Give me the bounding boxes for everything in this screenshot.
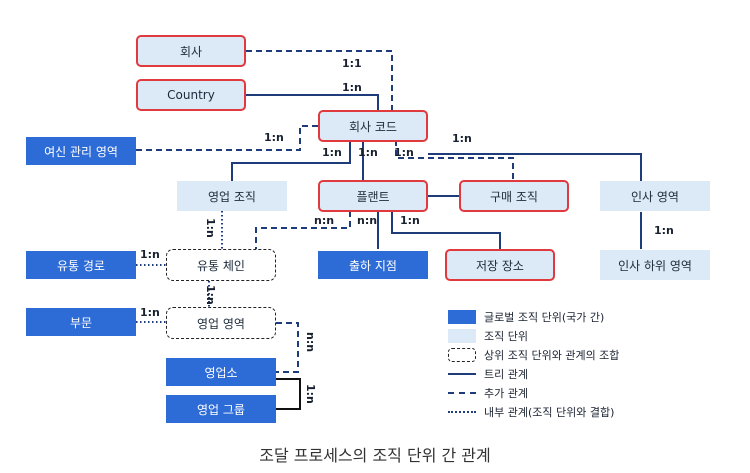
legend-label-combination: 상위 조직 단위와 관계의 조합 (484, 349, 620, 362)
node-division[interactable]: 부문 (26, 308, 136, 336)
rel-country-code: 1:n (342, 81, 362, 94)
rel-code-purchasing: 1:n (394, 146, 414, 159)
rel-plant-shipping: n:n (357, 214, 378, 227)
line-office-group (276, 378, 301, 410)
line-credit-code (136, 125, 318, 151)
line-code-sales-org (231, 140, 351, 181)
line-plant-storage (391, 211, 501, 249)
node-country[interactable]: Country (136, 79, 246, 111)
rel-division-area: 1:n (140, 306, 160, 319)
node-company-code[interactable]: 회사 코드 (318, 110, 428, 142)
rel-code-sales-org: 1:n (322, 146, 342, 159)
line-plant-chain (255, 211, 351, 249)
node-sales-area[interactable]: 영업 영역 (166, 307, 276, 339)
legend-label-tree: 트리 관계 (484, 368, 528, 381)
figure-caption: 조달 프로세스의 조직 단위 간 관계 (259, 446, 491, 465)
legend-swatch-tree (448, 373, 476, 375)
node-plant[interactable]: 플랜트 (318, 180, 428, 212)
line-sales-area-office (276, 322, 299, 373)
node-storage-location[interactable]: 저장 장소 (445, 249, 555, 281)
node-hr-subarea[interactable]: 인사 하위 영역 (600, 250, 710, 280)
legend-internal-relation: 내부 관계(조직 단위와 결합) (448, 403, 614, 421)
node-shipping-point[interactable]: 출하 지점 (318, 251, 428, 279)
legend-global-unit: 글로벌 조직 단위(국가 간) (448, 308, 604, 326)
legend-swatch-combination (448, 348, 476, 362)
line-country-code (246, 94, 379, 112)
legend-tree-relation: 트리 관계 (448, 365, 528, 383)
legend-combination: 상위 조직 단위와 관계의 조합 (448, 346, 619, 364)
node-sales-org[interactable]: 영업 조직 (177, 181, 287, 211)
legend-label-internal: 내부 관계(조직 단위와 결합) (484, 406, 615, 419)
node-sales-group[interactable]: 영업 그룹 (166, 395, 276, 423)
rel-plant-chain: n:n (314, 214, 335, 227)
line-code-hr (428, 153, 642, 181)
rel-area-office: n:n (304, 332, 317, 353)
node-purchasing-org[interactable]: 구매 조직 (459, 180, 569, 212)
line-company-code (246, 50, 393, 112)
node-sales-office[interactable]: 영업소 (166, 358, 276, 386)
rel-company-code: 1:1 (342, 57, 362, 70)
legend-additional-relation: 추가 관계 (448, 384, 528, 402)
legend-swatch-org (448, 329, 476, 343)
rel-chain-area: 1:n (204, 285, 217, 305)
rel-plant-storage: 1:n (400, 214, 420, 227)
legend-swatch-additional (448, 392, 476, 394)
legend-swatch-internal (448, 411, 476, 413)
node-distribution-path[interactable]: 유통 경로 (26, 251, 136, 279)
legend-org-unit: 조직 단위 (448, 327, 528, 345)
rel-credit-code: 1:n (264, 131, 284, 144)
rel-salesorg-chain: 1:n (204, 218, 217, 238)
legend-label-additional: 추가 관계 (484, 387, 528, 400)
legend-label-global: 글로벌 조직 단위(국가 간) (484, 311, 605, 324)
node-company[interactable]: 회사 (136, 35, 246, 67)
rel-hr-subarea: 1:n (654, 224, 674, 237)
node-credit-area[interactable]: 여신 관리 영역 (26, 137, 136, 165)
legend-swatch-global (448, 310, 476, 324)
legend-label-org: 조직 단위 (484, 330, 528, 343)
node-distribution-chain[interactable]: 유통 체인 (166, 249, 276, 281)
rel-office-group: 1:n (304, 384, 317, 404)
rel-path-chain: 1:n (140, 248, 160, 261)
rel-code-plant: 1:n (358, 146, 378, 159)
rel-code-hr: 1:n (452, 132, 472, 145)
node-hr-area[interactable]: 인사 영역 (600, 181, 710, 211)
